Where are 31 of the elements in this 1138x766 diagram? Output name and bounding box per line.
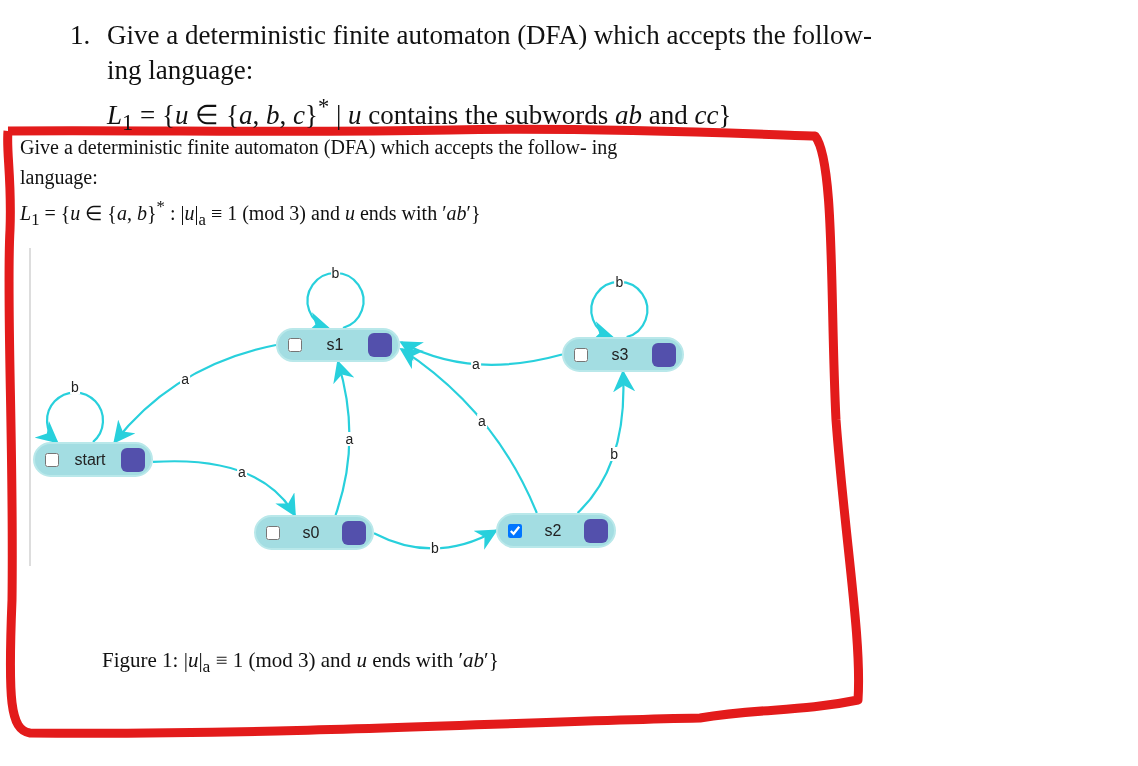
edge-label: a bbox=[180, 372, 191, 387]
formula-text: L$_{1}$ = {u ∈ {a, b}$^{*}$ : |u|$_{a}$ ≡ 1 (mod 3) and u ends with ′ab′} bbox=[20, 196, 482, 231]
transition-arrow bbox=[152, 460, 296, 517]
state-node bbox=[562, 337, 684, 372]
state-name: s2 bbox=[543, 521, 563, 540]
state-node bbox=[496, 513, 616, 548]
edge-label: a bbox=[344, 432, 355, 447]
transition-arrow bbox=[399, 347, 538, 514]
transition-arrow bbox=[113, 343, 277, 444]
state-name: s0 bbox=[301, 523, 321, 542]
transition-arrow bbox=[332, 359, 354, 516]
state-node bbox=[276, 328, 400, 362]
transition-arrow bbox=[35, 391, 105, 444]
state-name: start bbox=[73, 450, 107, 469]
edge-label: b bbox=[614, 275, 625, 289]
edge-label: a bbox=[477, 413, 487, 428]
state-node bbox=[254, 515, 374, 550]
edge-label: b bbox=[430, 541, 440, 556]
state-name: s1 bbox=[325, 336, 345, 354]
edge-label: b bbox=[609, 446, 620, 461]
question-text: Give a deterministic finite automaton (DFA) which accepts the follow- ing language: bbox=[20, 135, 619, 191]
transition-arrow bbox=[399, 341, 563, 366]
figure-caption: Figure 1: |u|$_{a}$ ≡ 1 (mod 3) and u ends with ′ab′} bbox=[102, 648, 499, 678]
transition-arrow bbox=[373, 529, 498, 550]
edge-label: b bbox=[330, 266, 341, 280]
transition-arrow bbox=[576, 369, 635, 514]
question-text: Give a deterministic finite automaton (DFA) which accepts the follow- ing language: bbox=[107, 19, 874, 87]
list-number: 1. bbox=[70, 19, 92, 52]
state-node bbox=[33, 442, 153, 477]
state-name: s3 bbox=[610, 345, 630, 364]
edge-label: b bbox=[70, 380, 80, 394]
